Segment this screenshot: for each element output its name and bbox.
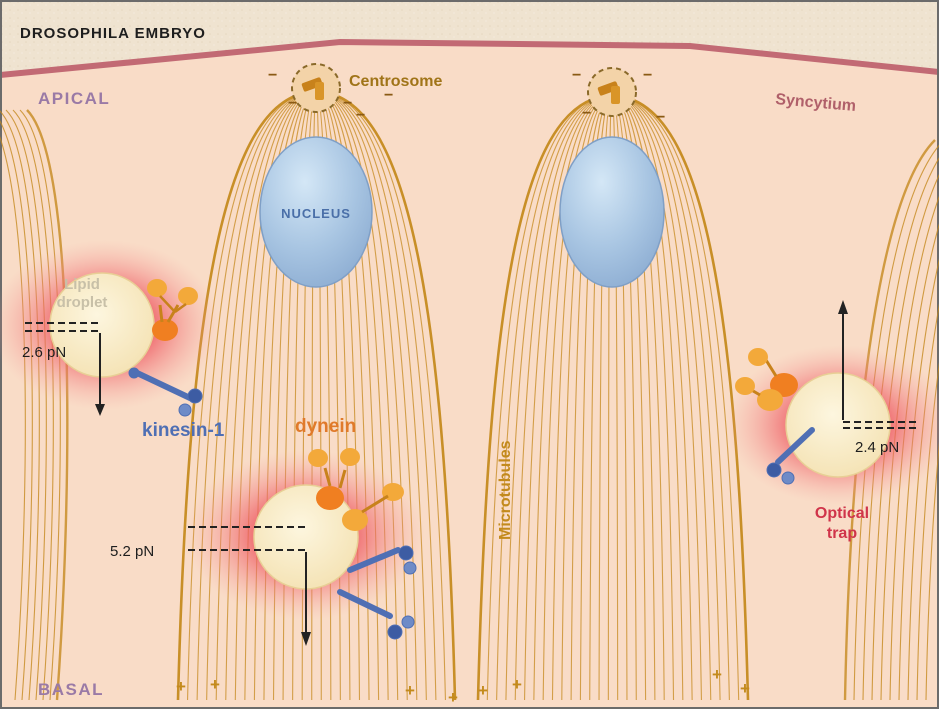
lipid-droplet-right	[786, 373, 890, 477]
centrosome-right	[588, 68, 636, 116]
nucleus-label: NUCLEUS	[281, 206, 351, 221]
lipid-droplet-label-line2: droplet	[57, 294, 108, 311]
optical-trap-label-line1: Optical	[815, 505, 869, 522]
dynein-label: dynein	[295, 416, 356, 437]
plus-end-symbol: +	[712, 665, 722, 684]
minus-end-symbol: −	[643, 67, 652, 84]
centrosome-label: Centrosome	[349, 73, 442, 90]
minus-end-symbol: −	[356, 107, 365, 124]
plus-end-symbol: +	[512, 675, 522, 694]
minus-end-symbol: −	[288, 95, 297, 112]
minus-end-symbol: −	[268, 67, 277, 84]
plus-end-symbol: +	[176, 677, 186, 696]
figure-title: DROSOPHILA EMBRYO	[20, 25, 206, 42]
nucleus-right	[560, 137, 664, 287]
minus-end-symbol: −	[582, 105, 591, 122]
centrosome-left	[292, 64, 340, 112]
force-label-right: 2.4 pN	[855, 439, 899, 456]
plus-end-symbol: +	[448, 688, 458, 707]
minus-end-symbol: −	[656, 109, 665, 126]
force-label-center: 5.2 pN	[110, 543, 154, 560]
force-label-left: 2.6 pN	[22, 344, 66, 361]
basal-label: BASAL	[38, 680, 104, 699]
plus-end-symbol: +	[478, 681, 488, 700]
optical-trap-label-line2: trap	[827, 525, 857, 542]
plus-end-symbol: +	[210, 675, 220, 694]
minus-end-symbol: −	[343, 95, 352, 112]
microtubules-label: Microtubules	[497, 440, 514, 540]
plus-end-symbol: +	[740, 679, 750, 698]
minus-end-symbol: −	[572, 67, 581, 84]
lipid-droplet-label-line1: Lipid	[64, 276, 100, 293]
kinesin-label: kinesin-1	[142, 420, 225, 441]
plus-end-symbol: +	[405, 681, 415, 700]
apical-label: APICAL	[38, 89, 110, 108]
